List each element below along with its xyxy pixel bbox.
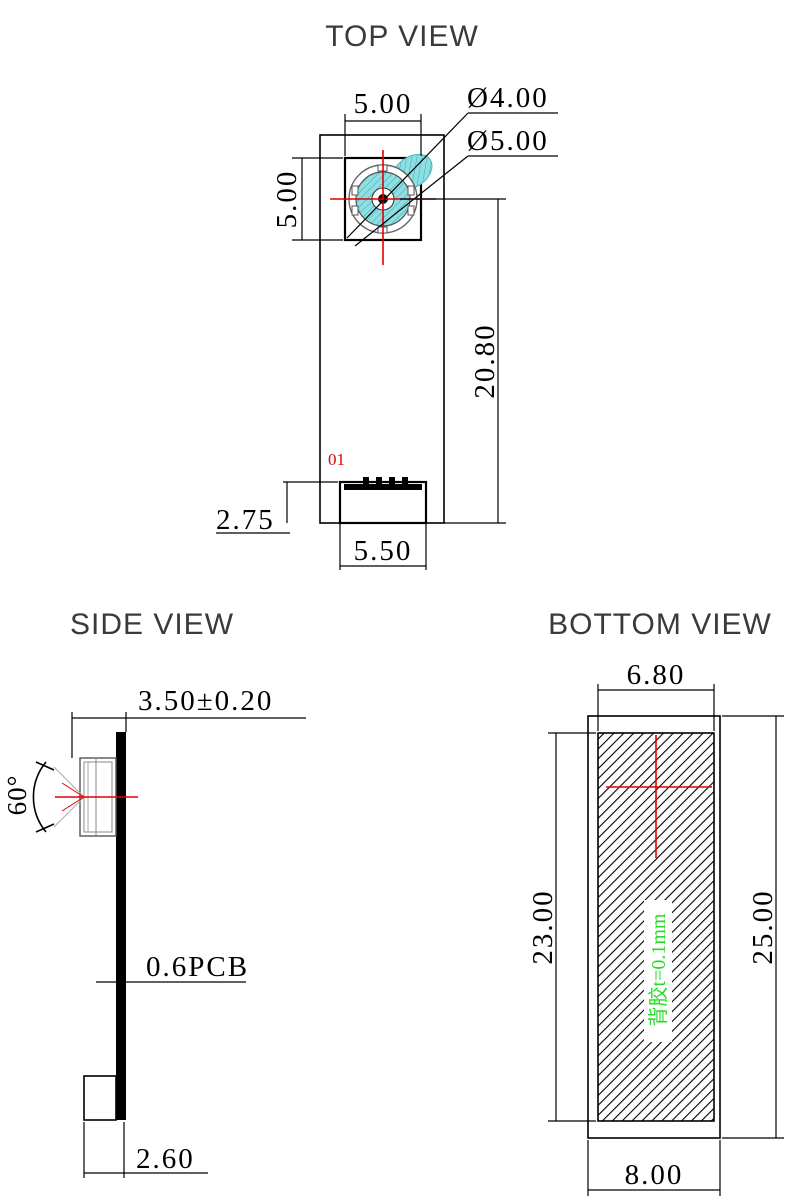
side-connector (83, 1075, 117, 1121)
fov-ray-top (61, 782, 85, 798)
fov-angle-arc (32, 761, 47, 833)
bottom-board-outline (587, 715, 721, 1139)
height-label: 5.00 (271, 170, 303, 229)
dia-outer-label: Ø5.00 (467, 125, 549, 157)
side-view: SIDE VIEW 60° 3.50±0.20 0.6PCB (2, 608, 306, 1178)
connector (338, 477, 428, 525)
dia-outer-leader (354, 155, 469, 247)
side-conn-label: 2.60 (136, 1143, 195, 1175)
conn-height-label: 2.75 (216, 504, 275, 536)
fov-arc-tick-bottom (35, 823, 55, 833)
inner-width-label: 6.80 (627, 659, 686, 691)
outer-width-label: 8.00 (625, 1159, 684, 1191)
top-view: TOP VIEW Ø4.00 Ø5.00 (216, 20, 558, 570)
pcb-thickness-label: 0.6PCB (146, 951, 249, 983)
length-label: 20.80 (469, 323, 501, 398)
bottom-view-title: BOTTOM VIEW (548, 608, 772, 641)
side-pcb (116, 732, 126, 1120)
conn-width-label: 5.50 (354, 535, 413, 567)
fov-ray-bottom (61, 796, 85, 812)
fov-arc-tick-top (35, 761, 55, 771)
fov-angle-label: 60° (2, 775, 32, 816)
outer-height-label: 25.00 (747, 889, 779, 964)
dia-inner-label: Ø4.00 (467, 82, 549, 114)
inner-height-label: 23.00 (527, 889, 559, 964)
fov-line-bottom (53, 796, 85, 828)
side-view-title: SIDE VIEW (70, 608, 234, 641)
width-label: 5.00 (354, 88, 413, 120)
adhesive-note-bg (644, 900, 672, 1042)
adhesive-note: 背胶t=0.1mm (647, 913, 670, 1026)
dia-inner-leader (346, 112, 469, 239)
pin1-label: 01 (328, 450, 345, 469)
side-height-label: 3.50±0.20 (138, 685, 273, 717)
fov-line-top (53, 766, 85, 798)
top-view-title: TOP VIEW (325, 20, 479, 53)
bottom-view: BOTTOM VIEW 背胶t=0.1mm 6.80 23.00 25.00 8… (527, 608, 784, 1196)
